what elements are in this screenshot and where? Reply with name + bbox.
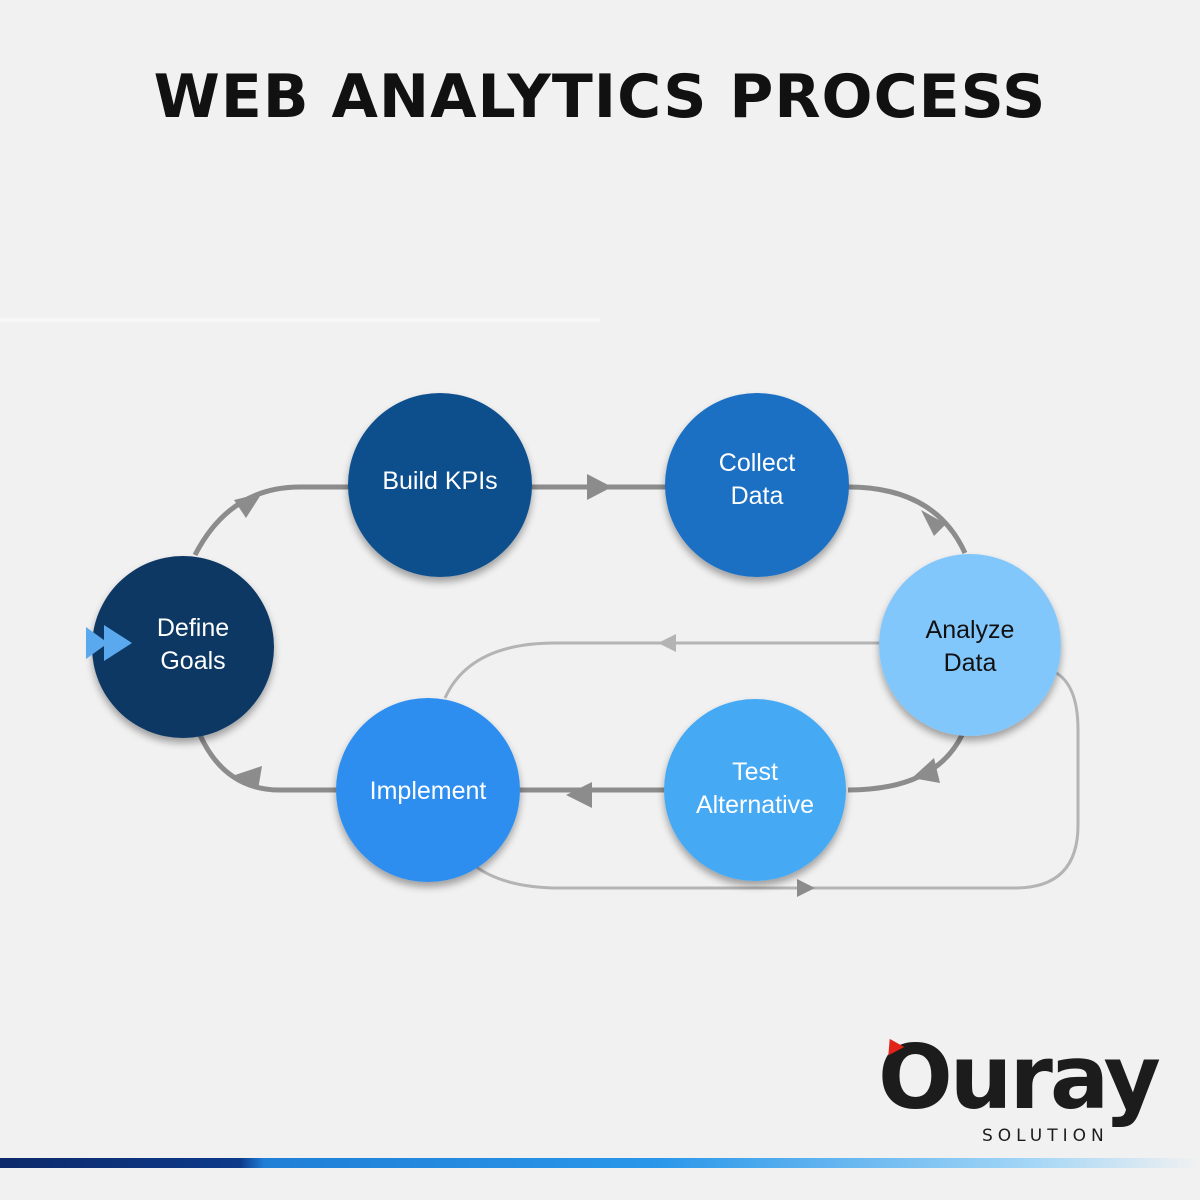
node-label-line1: Test: [732, 758, 778, 786]
arrow-to-collect: [587, 474, 612, 500]
feedback-arrow-right: [797, 879, 815, 897]
node-collect-data: Collect Data: [665, 393, 849, 577]
node-test-alternative: Test Alternative: [664, 699, 846, 881]
logo-wordmark: Ouray: [878, 1026, 1161, 1129]
node-label-line1: Analyze: [926, 616, 1015, 644]
node-label-line1: Implement: [370, 777, 487, 805]
connector-collect-analyze: [847, 484, 968, 555]
feedback-loop-upper: [443, 641, 880, 699]
node-define-goals: Define Goals: [92, 556, 274, 738]
node-label-line1: Collect: [719, 449, 795, 477]
node-label-line1: Build KPIs: [382, 467, 497, 495]
node-label-line2: Data: [731, 482, 784, 510]
connector-implement-goals: [197, 733, 338, 793]
node-implement: Implement: [336, 698, 520, 882]
arrow-to-goals: [232, 766, 262, 790]
arrow-to-kpis: [234, 493, 262, 518]
feedback-loop: [443, 641, 1080, 890]
node-label-line2: Data: [944, 649, 997, 677]
node-label-line2: Goals: [160, 647, 225, 675]
start-arrow-icon: [86, 625, 132, 661]
logo-subtitle: SOLUTION: [982, 1126, 1109, 1146]
decorative-band: [0, 318, 600, 322]
node-analyze-data: Analyze Data: [879, 554, 1061, 736]
node-label-line1: Define: [157, 614, 229, 642]
node-build-kpis: Build KPIs: [348, 393, 532, 577]
arrow-to-implement: [566, 782, 592, 808]
page-title: WEB ANALYTICS PROCESS: [153, 62, 1047, 132]
arrow-to-test: [912, 758, 940, 783]
flow-arrows: [232, 474, 946, 808]
connector-analyze-test: [847, 733, 965, 793]
company-logo: Ouray SOLUTION: [878, 1026, 1178, 1147]
arrow-to-analyze: [921, 510, 946, 536]
connector-goals-kpis: [192, 484, 355, 557]
main-connectors: [192, 484, 968, 793]
feedback-loop-lower: [469, 668, 1080, 890]
node-label-line2: Alternative: [696, 791, 814, 819]
feedback-arrow-left: [658, 634, 676, 652]
bottom-gradient-bar: [0, 1158, 1200, 1168]
